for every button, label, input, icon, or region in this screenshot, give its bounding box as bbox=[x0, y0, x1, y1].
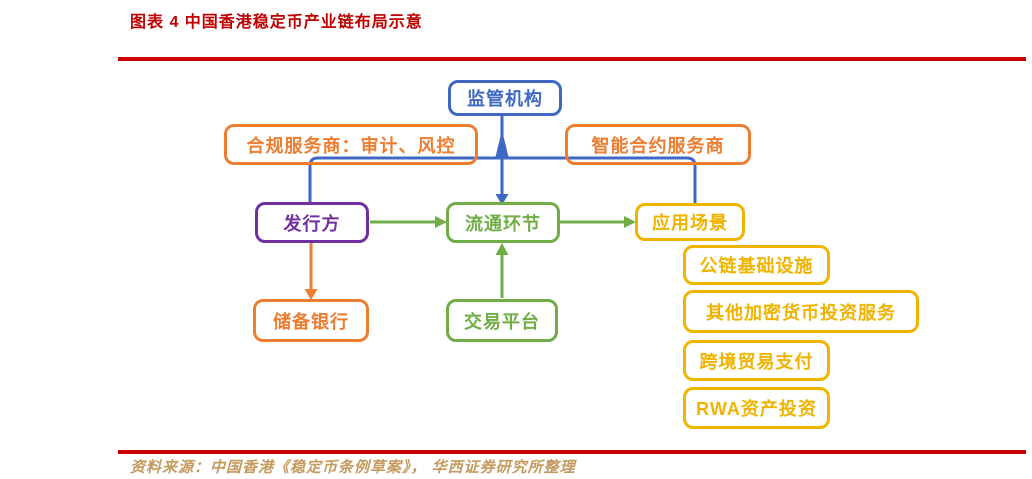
node-rwa-investment: RWA资产投资 bbox=[683, 387, 830, 429]
node-exchange-platform-label: 交易平台 bbox=[464, 311, 540, 332]
node-circulation-label: 流通环节 bbox=[465, 213, 541, 234]
node-public-chain-infra-label: 公链基础设施 bbox=[699, 256, 814, 276]
node-cross-border-payment: 跨境贸易支付 bbox=[683, 340, 830, 381]
node-issuer: 发行方 bbox=[255, 202, 369, 243]
node-compliance-provider-label: 合规服务商：审计、风控 bbox=[246, 135, 456, 156]
node-compliance-provider: 合规服务商：审计、风控 bbox=[224, 124, 478, 165]
node-regulator: 监管机构 bbox=[448, 80, 562, 116]
arrowhead-up-into-circulation bbox=[495, 243, 509, 255]
top-rule bbox=[118, 57, 1026, 61]
node-circulation: 流通环节 bbox=[446, 202, 560, 243]
node-application-scenarios: 应用场景 bbox=[635, 203, 745, 241]
node-application-scenarios-label: 应用场景 bbox=[652, 213, 728, 233]
node-exchange-platform: 交易平台 bbox=[446, 299, 558, 342]
node-cross-border-payment-label: 跨境贸易支付 bbox=[699, 351, 814, 372]
node-other-crypto-investment-label: 其他加密货币投资服务 bbox=[706, 302, 896, 323]
source-note: 资料来源：中国香港《稳定币条例草案》， 华西证券研究所整理 bbox=[130, 459, 576, 476]
node-rwa-investment-label: RWA资产投资 bbox=[696, 399, 817, 419]
node-smart-contract-provider: 智能合约服务商 bbox=[565, 124, 751, 165]
figure-title: 图表 4 中国香港稳定币产业链布局示意 bbox=[130, 14, 423, 31]
bottom-rule bbox=[118, 450, 1026, 454]
node-regulator-label: 监管机构 bbox=[467, 89, 543, 109]
node-public-chain-infra: 公链基础设施 bbox=[683, 245, 830, 285]
node-smart-contract-provider-label: 智能合约服务商 bbox=[591, 135, 725, 156]
node-reserve-bank-label: 储备银行 bbox=[273, 311, 349, 332]
arrowhead-up-toward-regulator bbox=[495, 130, 509, 157]
node-other-crypto-investment: 其他加密货币投资服务 bbox=[683, 290, 919, 333]
node-reserve-bank: 储备银行 bbox=[253, 299, 369, 342]
node-issuer-label: 发行方 bbox=[283, 213, 341, 234]
